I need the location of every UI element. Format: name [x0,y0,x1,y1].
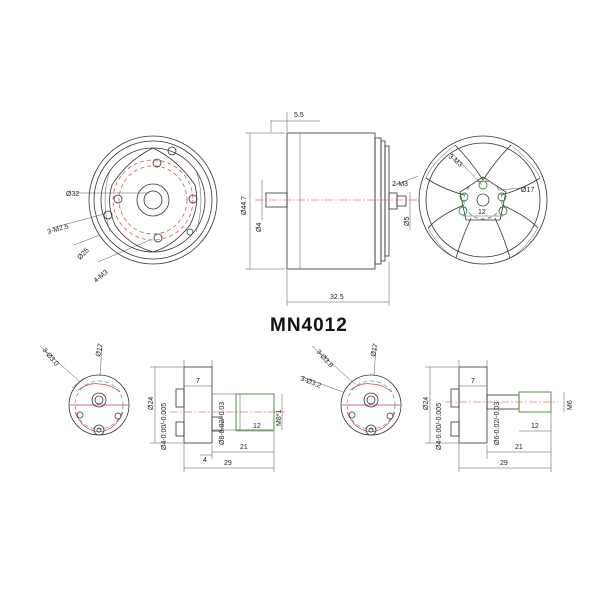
top-side-view: 5.5 Ø44.7 Ø4 32.5 2-M3 Ø5 [241,112,420,306]
mount-hole [458,206,468,216]
mount-hole [497,192,507,202]
mount-hole [103,210,113,220]
top-rear-view: 12 3-M3 Ø17 [418,135,548,265]
dim-7: 7 [471,378,475,385]
label-4-m3: 4-M3 [93,269,110,285]
mount-hole [167,146,177,156]
mount-hole [153,233,163,243]
mount-hole [498,206,508,216]
label-3-m3: 3-M3 [447,153,464,169]
label-d32: Ø32 [66,191,79,198]
mount-hole [113,194,123,204]
label-2-m3: 2-M3 [392,181,408,188]
label-d25: Ø25 [76,247,90,261]
dim-12: 12 [478,209,486,216]
dim-m8x1: M8*1 [276,410,283,426]
label-3-d3-0: 3-Ø3.0 [40,347,59,368]
bolt-circle-25 [112,159,194,241]
mount-hole [478,180,488,190]
label-3-d3-2: 3-Ø3.2 [299,375,322,390]
dim-7: 7 [196,378,200,385]
dim-12: 12 [253,423,261,430]
dim-d24: Ø24 [423,397,430,410]
label-d17: Ø17 [95,343,105,358]
label-d17: Ø17 [521,187,534,194]
dim-29: 29 [500,460,508,467]
dim-d5: Ø5 [404,217,411,226]
mount-hole [459,192,469,202]
dim-d24: Ø24 [148,397,155,410]
dim-m6: M6 [567,400,574,410]
dim-29: 29 [224,460,232,467]
dim-32-5: 32.5 [330,294,344,301]
model-title: MN4012 [270,315,348,336]
label-d17: Ø17 [370,343,380,358]
dim-d8-tol: Ø8-0.02/-0.03 [219,402,226,445]
dim-5-5: 5.5 [294,112,304,119]
bottom-right-front-view: 3-Ø3.8 3-Ø3.2 Ø17 [299,343,402,436]
label-3-m25: 3-M2.5 [47,223,70,236]
top-front-view: Ø32 3-M2.5 Ø25 4-M3 [47,135,218,285]
bottom-left-side-view: 7 Ø24 Ø4-0.00/-0.005 Ø8-0.02/-0.03 12 M8… [148,360,285,472]
dim-d6-tol: Ø6-0.02/-0.03 [494,402,501,445]
dim-12: 12 [531,423,539,430]
dim-d44-7: Ø44.7 [241,196,248,215]
bottom-left-front-view: 3-Ø3.0 Ø17 [39,343,130,436]
dim-21: 21 [515,444,523,451]
mount-hole [152,158,162,168]
dim-21: 21 [240,444,248,451]
dim-d4-tol: Ø4-0.00/-0.005 [436,403,443,450]
dim-d4: Ø4 [256,223,263,232]
mount-hole [188,194,198,204]
dim-d4-tol: Ø4-0.00/-0.005 [161,403,168,450]
bottom-right-side-view: 7 Ø24 Ø4-0.00/-0.005 Ø6-0.02/-0.03 12 M6… [423,360,574,472]
dim-4: 4 [203,457,207,464]
label-3-d3-8: 3-Ø3.8 [315,349,335,370]
